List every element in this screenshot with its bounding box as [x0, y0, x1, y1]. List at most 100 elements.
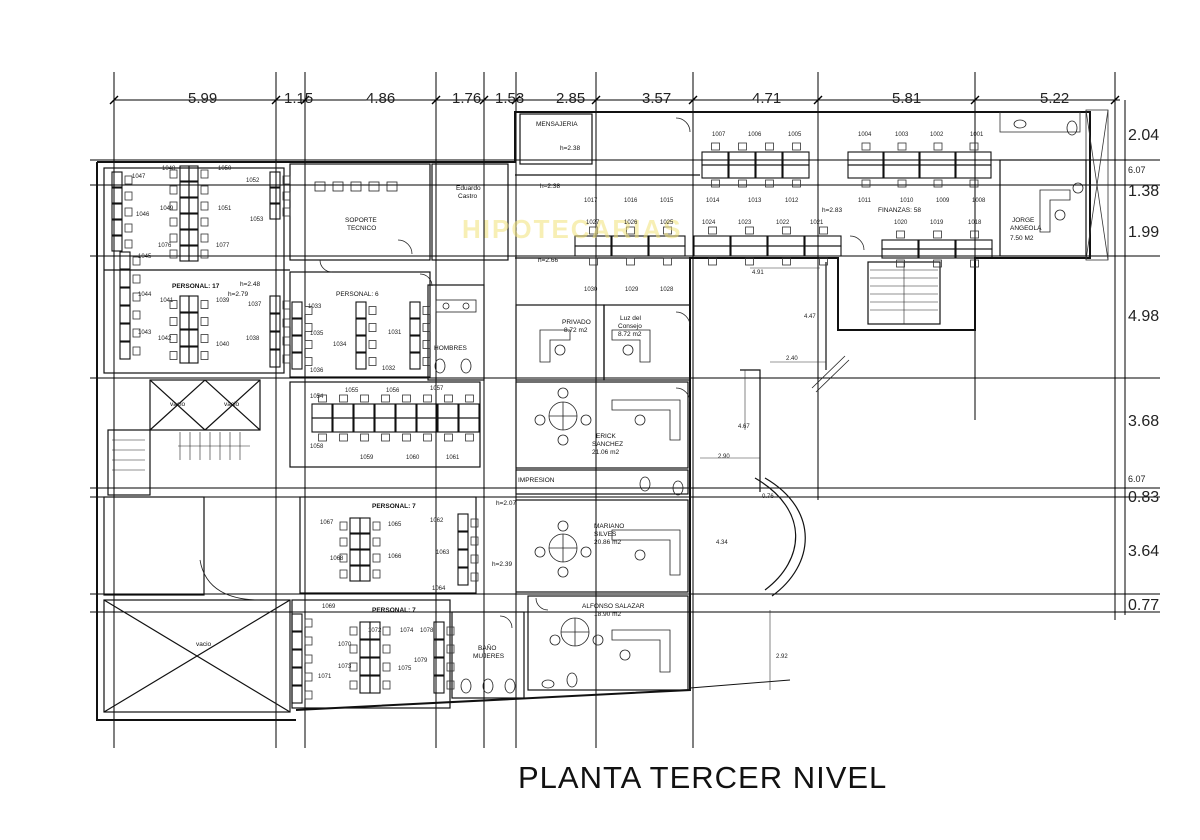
desk-number: 1009: [936, 198, 950, 204]
chair: [304, 690, 313, 700]
desk: [291, 352, 303, 370]
desk-number: 1057: [430, 386, 444, 392]
dim-top-9: 5.81: [892, 90, 921, 107]
desk: [782, 151, 810, 166]
dim-right-2: 6.07: [1128, 165, 1146, 175]
chair: [465, 394, 474, 403]
desk: [353, 417, 375, 433]
cluster-mid-1: [311, 394, 480, 442]
chair: [708, 257, 717, 266]
desk: [728, 151, 756, 166]
label-alfonso-2: 18.90 m2: [594, 611, 621, 618]
desk: [755, 164, 783, 179]
chair: [423, 394, 432, 403]
dim-right-7: 6.07: [1128, 474, 1146, 484]
desk: [291, 685, 303, 704]
inner-dim-6: 0.76: [762, 494, 774, 500]
chair: [819, 257, 828, 266]
chair: [282, 318, 291, 328]
desk: [693, 235, 731, 247]
dim-top-6: 2.85: [556, 90, 585, 107]
chair: [372, 569, 381, 579]
plan-title: PLANTA TERCER NIVEL: [518, 760, 887, 795]
desk: [179, 213, 190, 230]
desk-number: 1010: [900, 198, 914, 204]
desk: [179, 346, 190, 364]
chair: [711, 142, 720, 151]
chair: [169, 300, 178, 309]
desk: [355, 352, 367, 370]
chair: [782, 226, 791, 235]
dim-top-2: 1.15: [284, 90, 313, 107]
chair: [933, 179, 943, 188]
desk-number: 1050: [218, 166, 232, 172]
chair: [372, 521, 381, 531]
cluster-p7a-2: [457, 513, 479, 586]
desk: [291, 649, 303, 668]
chair: [782, 257, 791, 266]
chair: [282, 207, 291, 217]
desk: [349, 565, 361, 582]
chair: [422, 306, 431, 315]
chair: [200, 185, 209, 195]
desk-number: 1020: [894, 220, 908, 226]
chair: [402, 394, 411, 403]
desk: [955, 248, 993, 259]
chair: [124, 175, 133, 185]
height-3: h=2.66: [538, 257, 558, 264]
right-dimensions: 2.04 6.07 1.38 1.99 4.98 3.68 6.07 0.83 …: [1128, 127, 1159, 614]
desk-number: 1046: [136, 212, 150, 218]
desk: [179, 197, 190, 214]
cluster-p6-1: [291, 301, 313, 370]
desk: [188, 213, 199, 230]
desk: [188, 197, 199, 214]
label-vacio-3: vacio: [196, 641, 212, 648]
desk-number: 1053: [250, 217, 264, 223]
desk-number: 1023: [738, 220, 752, 226]
desk-number: 1070: [338, 642, 352, 648]
desk-number: 1045: [138, 254, 152, 260]
desk: [119, 251, 131, 270]
chair: [745, 257, 754, 266]
chair: [169, 185, 178, 195]
chair: [304, 323, 313, 332]
desk: [269, 203, 281, 220]
label-jorge-3: 7.50 M2: [1010, 235, 1034, 242]
desk: [291, 301, 303, 319]
chair: [282, 300, 291, 310]
chair: [381, 394, 390, 403]
desk-number: 1079: [414, 658, 428, 664]
label-bano-1: BAÑO: [478, 643, 496, 652]
desk: [359, 565, 371, 582]
label-privado-2: 8.72 m2: [564, 327, 588, 334]
label-vacio-1: vacio: [170, 401, 186, 408]
desk: [767, 235, 805, 247]
desk: [416, 403, 438, 419]
desk: [359, 639, 371, 658]
chair: [792, 142, 801, 151]
desk: [804, 235, 842, 247]
cluster-p6-2: [355, 301, 377, 370]
desk-number: 1069: [322, 604, 336, 610]
desk: [188, 181, 199, 198]
desk: [693, 245, 731, 257]
height-7: h=2.07: [496, 500, 516, 507]
chair: [896, 259, 905, 268]
dim-top-4: 1.76: [452, 90, 481, 107]
desk: [433, 657, 445, 676]
label-personal-6: PERSONAL: 6: [336, 291, 379, 298]
desk-number: 1021: [810, 220, 824, 226]
label-soporte-2: TECNICO: [347, 225, 376, 232]
dim-right-1: 2.04: [1128, 127, 1159, 144]
chair: [589, 257, 598, 266]
desk: [119, 323, 131, 342]
grid-lines: [90, 72, 1160, 748]
desk-number: 1076: [158, 243, 172, 249]
desk: [188, 165, 199, 182]
chair: [124, 223, 133, 233]
desk-number: 1018: [968, 220, 982, 226]
desk-number: 1006: [748, 132, 762, 138]
desk: [188, 245, 199, 262]
desk-number: 1052: [246, 178, 260, 184]
chair: [124, 207, 133, 217]
